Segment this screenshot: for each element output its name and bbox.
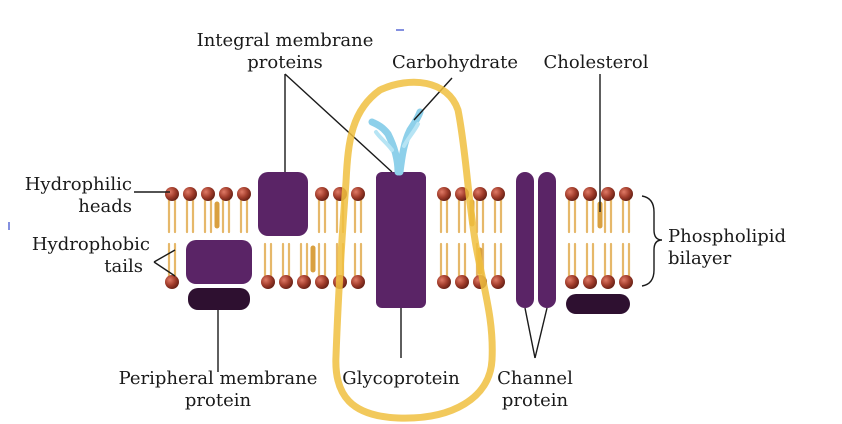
phospholipid-head — [315, 187, 329, 201]
phospholipid-head — [565, 275, 579, 289]
phospholipid-head — [351, 275, 365, 289]
phospholipid-head — [165, 275, 179, 289]
phospholipid-head — [219, 187, 233, 201]
phospholipid-head — [491, 187, 505, 201]
phospholipid-head — [201, 187, 215, 201]
peripheral-protein-right — [566, 294, 630, 314]
cholesterol-label: Cholesterol — [544, 52, 649, 73]
channel-protein-label-2: protein — [502, 390, 569, 411]
peripheral-protein-upper — [186, 240, 252, 284]
glycoprotein-block — [376, 172, 426, 308]
phospholipid-head — [491, 275, 505, 289]
phospholipid-head — [315, 275, 329, 289]
hydrophobic-tails-label-2: tails — [104, 256, 143, 277]
phospholipid-head — [619, 275, 633, 289]
phospholipid-head — [261, 275, 275, 289]
glycoprotein-label: Glycoprotein — [342, 368, 460, 389]
phospholipid-head — [183, 187, 197, 201]
carbohydrate-chain — [368, 108, 424, 176]
phospholipid-head — [473, 187, 487, 201]
phospholipid-head — [601, 187, 615, 201]
phospholipid-head — [583, 275, 597, 289]
phospholipid-head — [351, 187, 365, 201]
peripheral-protein-label-2: protein — [185, 390, 252, 411]
phospholipid-head — [237, 187, 251, 201]
peripheral-protein-label-1: Peripheral membrane — [119, 368, 318, 389]
channel-protein-label-1: Channel — [497, 368, 573, 389]
phospholipid-head — [455, 275, 469, 289]
channel-protein-left — [516, 172, 534, 308]
highlight-annotation — [332, 78, 496, 422]
leader-lines — [134, 73, 601, 372]
phospholipid-head — [601, 275, 615, 289]
phospholipid-head — [437, 187, 451, 201]
phospholipid-bilayer-label-2: bilayer — [668, 248, 732, 269]
channel-protein-right — [538, 172, 556, 308]
phospholipid-head — [583, 187, 597, 201]
integral-proteins-label-2: proteins — [247, 52, 322, 73]
hydrophilic-heads-label-2: heads — [78, 196, 132, 217]
phospholipid-head — [165, 187, 179, 201]
phospholipid-head — [297, 275, 311, 289]
phospholipid-head — [565, 187, 579, 201]
phospholipid-head — [437, 275, 451, 289]
phospholipid-head — [619, 187, 633, 201]
bilayer-brace — [641, 195, 663, 287]
integral-protein-block — [258, 172, 308, 236]
phospholipid-head — [279, 275, 293, 289]
hydrophobic-tails-label-1: Hydrophobic — [32, 234, 150, 255]
phospholipid-bilayer-label-1: Phospholipid — [668, 226, 786, 247]
hydrophilic-heads-label-1: Hydrophilic — [25, 174, 132, 195]
peripheral-protein-lower — [188, 288, 250, 310]
integral-proteins-label-1: Integral membrane — [197, 30, 374, 51]
carbohydrate-label: Carbohydrate — [392, 52, 518, 73]
